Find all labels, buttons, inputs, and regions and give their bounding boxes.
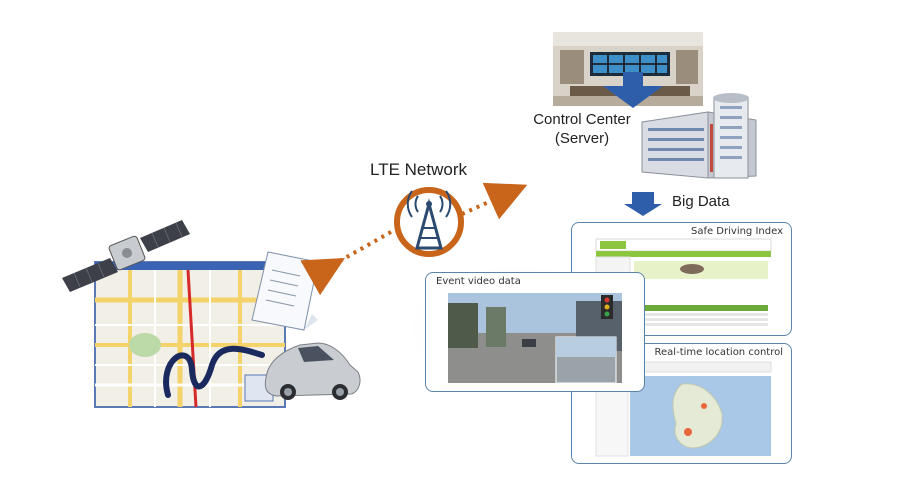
control-center-label: Control Center (Server) <box>522 110 642 148</box>
map-screenshot <box>94 261 286 408</box>
arrow-to-vehicle <box>300 226 399 296</box>
realtime-map-screenshot <box>595 361 772 457</box>
server-building-icon <box>641 93 757 179</box>
event-video-panel: Event video data <box>425 272 645 392</box>
event-video-title: Event video data <box>436 276 521 287</box>
realtime-location-title: Real-time location control <box>654 347 783 358</box>
satellite-icon <box>62 220 190 292</box>
control-center-subtitle: (Server) <box>554 130 610 147</box>
arrow-to-server <box>461 182 528 220</box>
realtime-location-panel: Real-time location control <box>571 343 792 464</box>
car-icon <box>264 342 361 400</box>
big-data-label: Big Data <box>672 193 730 210</box>
lte-network-label: LTE Network <box>370 160 467 179</box>
safe-driving-index-title: Safe Driving Index <box>690 226 783 237</box>
big-data-arrow-icon <box>624 192 662 216</box>
control-center-title: Control Center <box>533 111 631 128</box>
down-arrow-icon <box>603 72 663 108</box>
cell-tower-icon <box>394 187 464 257</box>
event-video-frame <box>448 293 622 384</box>
